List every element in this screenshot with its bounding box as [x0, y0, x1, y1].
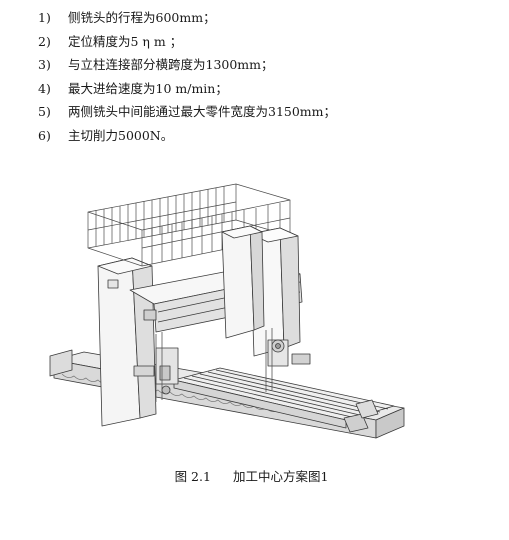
spec-text: 与立柱连接部分横跨度为1300mm； — [68, 57, 274, 72]
side-milling-head-left — [133, 347, 179, 395]
spec-text: 侧铣头的行程为600mm； — [68, 10, 216, 25]
figure-caption-number: 图 2.1 — [174, 469, 211, 484]
figure-caption: 图 2.1 加工中心方案图1 — [0, 466, 509, 485]
spec-item-3: 3) 与立柱连接部分横跨度为1300mm； — [38, 53, 336, 77]
spec-number: 4) — [38, 80, 51, 96]
spec-item-2: 2) 定位精度为5 η m ； — [38, 30, 336, 54]
machining-center-drawing — [49, 183, 405, 439]
figure-caption-title: 加工中心方案图1 — [232, 469, 329, 484]
spec-text: 定位精度为5 η m ； — [68, 33, 183, 49]
spec-text: 最大进给速度为10 m/min； — [68, 80, 228, 96]
spec-list: 1) 侧铣头的行程为600mm； 2) 定位精度为5 η m ； 3) 与立柱连接部分… — [38, 6, 336, 147]
spec-item-5: 5) 两侧铣头中间能通过最大零件宽度为3150mm； — [38, 100, 336, 124]
spec-number: 6) — [38, 127, 51, 143]
spec-item-1: 1) 侧铣头的行程为600mm； — [38, 6, 336, 30]
spec-number: 3) — [38, 57, 51, 72]
spec-item-4: 4) 最大进给速度为10 m/min； — [38, 77, 336, 101]
spec-number: 2) — [38, 33, 51, 49]
spec-text: 主切削力5000N。 — [68, 127, 174, 143]
side-milling-head-right — [267, 339, 311, 367]
vertical-ram — [221, 225, 265, 339]
spec-item-6: 6) 主切削力5000N。 — [38, 124, 336, 148]
spec-number: 5) — [38, 104, 51, 119]
spec-number: 1) — [38, 10, 51, 25]
spec-text: 两侧铣头中间能通过最大零件宽度为3150mm； — [68, 104, 337, 119]
machining-center-figure — [44, 170, 424, 460]
left-column — [97, 257, 157, 427]
worktable — [173, 367, 395, 433]
column-guide-rails — [155, 328, 273, 402]
